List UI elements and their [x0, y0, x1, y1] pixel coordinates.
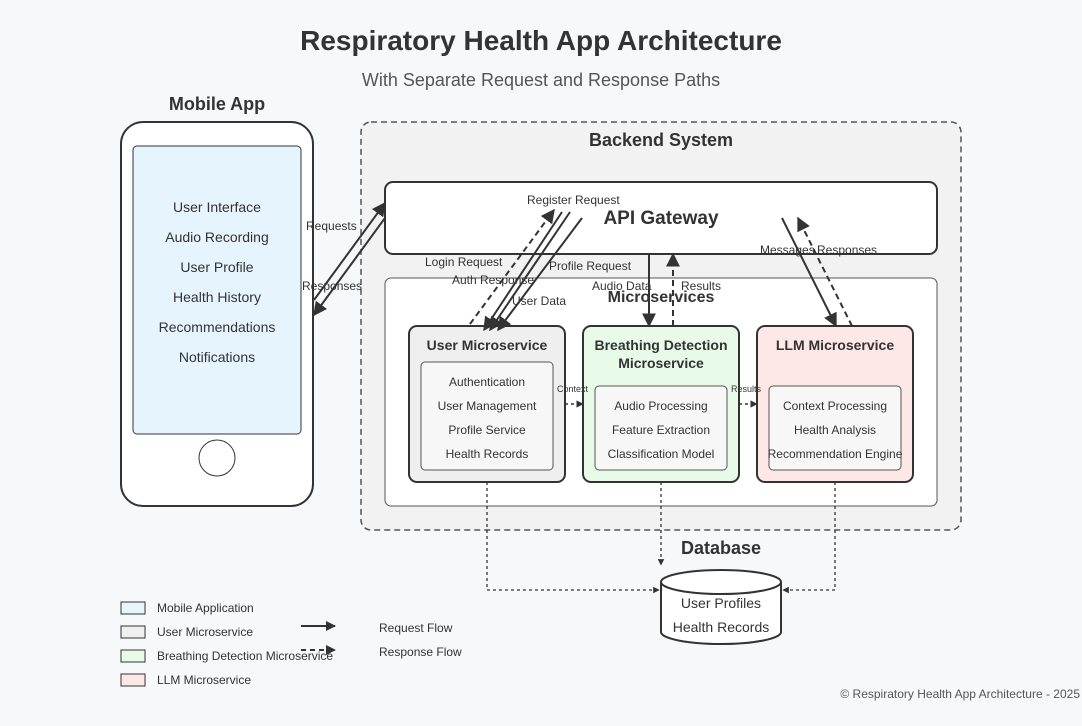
user-service-item: Profile Service	[448, 423, 526, 437]
auth-response-arrow	[469, 208, 555, 325]
user-service-item: User Management	[438, 399, 537, 413]
mobile-home-button	[198, 439, 236, 477]
legend-mobile-swatch	[120, 601, 146, 615]
mobile-item: Health History	[173, 289, 261, 305]
legend-request-label: Request Flow	[379, 621, 453, 635]
user-to-database-line	[486, 482, 660, 594]
footer-copyright: © Respiratory Health App Architecture - …	[840, 687, 1080, 701]
mobile-item: Audio Recording	[165, 229, 269, 245]
llm-to-database-line	[782, 482, 836, 594]
login-request-arrow	[489, 211, 571, 332]
database-item: Health Records	[673, 619, 770, 635]
mobile-item: Notifications	[179, 349, 255, 365]
mobile-item: Recommendations	[159, 319, 276, 335]
user-microservice-inner	[420, 361, 554, 471]
api-gateway-label: API Gateway	[603, 208, 719, 229]
database-cylinder	[660, 582, 782, 645]
database-cylinder-top	[660, 569, 782, 595]
llm-responses-label: Responses	[817, 243, 877, 257]
breathing-microservice-title-line2: Microservice	[618, 355, 704, 371]
user-service-item: Authentication	[449, 375, 525, 389]
legend-response-label: Response Flow	[379, 645, 462, 659]
profile-request-label: Profile Request	[549, 259, 632, 273]
llm-service-item: Health Analysis	[794, 423, 876, 437]
breathing-service-item: Audio Processing	[614, 399, 707, 413]
legend-user-label: User Microservice	[157, 625, 253, 639]
legend-breathing-swatch	[120, 649, 146, 663]
audio-data-label: Audio Data	[592, 279, 652, 293]
context-label: Context	[557, 384, 589, 394]
breathing-service-item: Feature Extraction	[612, 423, 710, 437]
login-request-label: Login Request	[425, 255, 503, 269]
register-request-label: Register Request	[527, 193, 620, 207]
mobile-item: User Profile	[180, 259, 253, 275]
messages-arrow	[781, 217, 837, 328]
user-microservice-title: User Microservice	[427, 337, 548, 353]
legend-llm-label: LLM Microservice	[157, 673, 251, 687]
mobile-item: User Interface	[173, 199, 261, 215]
breathing-service-item: Classification Model	[608, 447, 715, 461]
messages-label: Messages	[760, 243, 815, 257]
database-heading: Database	[681, 538, 761, 558]
backend-system-heading: Backend System	[589, 130, 733, 150]
breathing-microservice-inner	[594, 385, 728, 471]
legend-llm-swatch	[120, 673, 146, 687]
responses-label: Responses	[302, 279, 362, 293]
diagram-subtitle: With Separate Request and Response Paths	[362, 70, 720, 90]
user-service-item: Health Records	[446, 447, 529, 461]
mobile-screen	[132, 145, 302, 435]
breathing-microservice-title-line1: Breathing Detection	[594, 337, 727, 353]
mobile-response-arrow	[313, 217, 386, 317]
results-inter-label: Results	[731, 384, 762, 394]
mobile-request-arrow	[313, 201, 386, 301]
mobile-app-heading: Mobile App	[169, 94, 265, 114]
llm-responses-arrow	[797, 216, 853, 327]
diagram-title: Respiratory Health App Architecture	[300, 25, 782, 56]
profile-request-arrow	[497, 217, 583, 332]
legend-mobile-label: Mobile Application	[157, 601, 254, 615]
database-item: User Profiles	[681, 595, 761, 611]
llm-microservice-title: LLM Microservice	[776, 337, 894, 353]
user-data-label: User Data	[512, 294, 566, 308]
llm-service-item: Context Processing	[783, 399, 887, 413]
register-request-arrow	[483, 211, 563, 332]
llm-service-item: Recommendation Engine	[768, 447, 903, 461]
legend-user-swatch	[120, 625, 146, 639]
legend-breathing-label: Breathing Detection Microservice	[157, 649, 333, 663]
microservices-label: Microservices	[608, 289, 715, 306]
auth-response-label: Auth Response	[452, 273, 534, 287]
requests-label: Requests	[306, 219, 357, 233]
results-gateway-label: Results	[681, 279, 721, 293]
llm-microservice-inner	[768, 385, 902, 471]
